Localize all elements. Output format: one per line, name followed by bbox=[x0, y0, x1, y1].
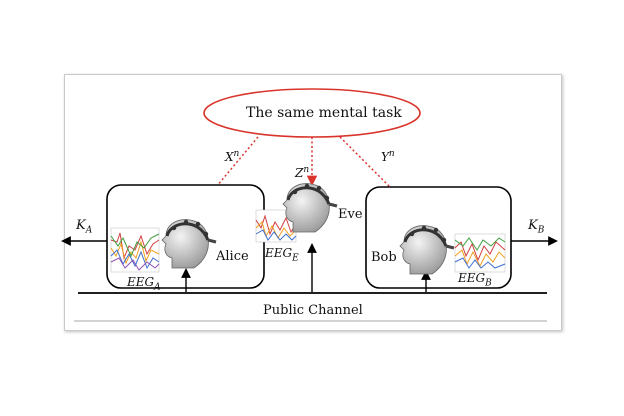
bob-head-icon bbox=[399, 225, 455, 275]
task-label: The same mental task bbox=[246, 105, 402, 121]
key-a-label: KA bbox=[76, 218, 93, 236]
eeg-e-label: EEGE bbox=[265, 246, 299, 264]
bob-label: Bob bbox=[371, 250, 397, 265]
signal-z-label: Zn bbox=[295, 165, 310, 180]
arrow-to-bob bbox=[339, 136, 433, 230]
alice-eeg-signal-icon bbox=[110, 227, 160, 273]
bob-eeg-signal-icon bbox=[454, 233, 506, 273]
eeg-b-label: EEGB bbox=[458, 271, 492, 289]
key-b-label: KB bbox=[528, 218, 545, 236]
eve-head-icon bbox=[282, 183, 338, 233]
eve-label: Eve bbox=[338, 207, 363, 222]
alice-label: Alice bbox=[216, 249, 249, 264]
alice-head-icon bbox=[161, 219, 217, 269]
public-channel-label: Public Channel bbox=[263, 303, 363, 318]
signal-y-label: Yn bbox=[381, 149, 395, 164]
eeg-a-label: EEGA bbox=[127, 275, 161, 293]
signal-x-label: Xn bbox=[225, 149, 240, 164]
